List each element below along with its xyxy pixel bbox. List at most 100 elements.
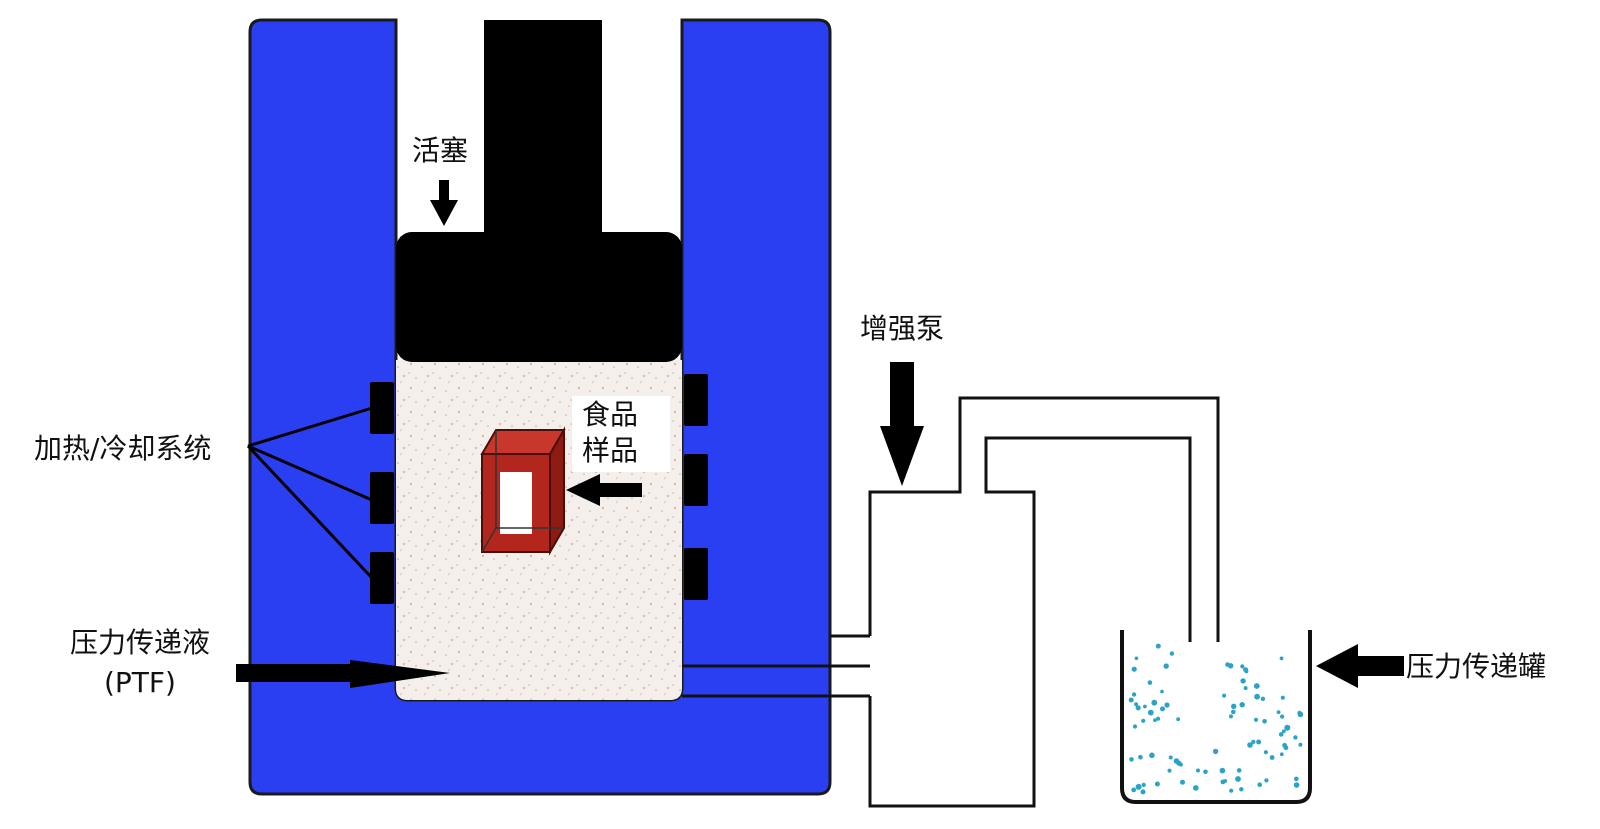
fluid-dot <box>1239 787 1244 792</box>
fluid-dot <box>1151 699 1158 706</box>
food-sample-arrow <box>566 474 642 506</box>
fluid-dot <box>1176 717 1180 722</box>
fluid-dot <box>1140 789 1146 795</box>
fluid-dot <box>1229 788 1234 793</box>
fluid-dot <box>1167 768 1172 773</box>
fluid-dot <box>1264 778 1269 783</box>
fluid-dot <box>1193 785 1199 791</box>
fluid-dot <box>1153 718 1157 722</box>
ptf-label-line1: 压力传递液 <box>70 626 210 659</box>
fluid-dot <box>1160 706 1165 712</box>
fluid-dot <box>1156 716 1161 721</box>
ptf-arrow <box>236 660 450 688</box>
fluid-dot <box>1178 762 1183 767</box>
fluid-dot <box>1276 710 1281 715</box>
heating-cooling-block <box>684 548 708 600</box>
fluid-dot <box>1135 783 1142 790</box>
fluid-dot <box>1129 757 1134 762</box>
piston-label: 活塞 <box>412 134 468 167</box>
fluid-dot <box>1294 776 1299 782</box>
fluid-dot <box>1164 702 1170 708</box>
fluid-dot <box>1239 702 1245 708</box>
fluid-dot <box>1281 729 1286 734</box>
fluid-dot <box>1223 779 1228 783</box>
heating-cooling-block <box>684 454 708 506</box>
ptf-tank-label: 压力传递罐 <box>1406 650 1546 683</box>
fluid-dot <box>1260 696 1266 701</box>
fluid-dot <box>1154 781 1160 787</box>
fluid-dot <box>1169 651 1175 656</box>
fluid-dot <box>1173 758 1180 764</box>
fluid-dot <box>1134 656 1139 661</box>
fluid-dot <box>1257 782 1262 787</box>
heating-cooling-block <box>370 472 394 524</box>
piston-arrow <box>430 180 458 226</box>
fluid-dot <box>1149 752 1155 759</box>
fluid-dot <box>1263 750 1268 755</box>
fluid-dot <box>1132 724 1138 729</box>
fluid-dot <box>1284 724 1291 731</box>
fluid-dot <box>1280 714 1285 719</box>
fluid-dot <box>1269 755 1275 760</box>
heating-cooling-block <box>370 552 394 604</box>
fluid-dot <box>1293 782 1300 788</box>
food-sample-label-line1: 食品 <box>582 398 638 431</box>
fluid-dot <box>1160 689 1164 694</box>
fluid-dot <box>1235 776 1241 782</box>
fluid-dot <box>1141 782 1146 788</box>
fluid-dot <box>1128 697 1134 703</box>
ptf-tank-arrow <box>1316 644 1404 688</box>
fluid-dot <box>1244 669 1249 674</box>
fluid-dot <box>1222 693 1227 698</box>
fluid-dot <box>1251 739 1256 745</box>
food-sample-label-bg <box>572 396 670 472</box>
heating-cooling-label: 加热/冷却系统 <box>34 432 211 465</box>
fluid-dot <box>1168 755 1173 760</box>
connecting-pipes <box>682 396 1220 808</box>
ptf-label-line2: (PTF) <box>104 666 176 699</box>
fluid-dot <box>1253 717 1259 722</box>
fluid-dot <box>1229 714 1233 719</box>
fluid-dot <box>1231 709 1236 715</box>
fluid-dot <box>1256 739 1262 745</box>
fluid-dot <box>1138 754 1143 760</box>
fluid-dot <box>1180 779 1185 785</box>
fluid-dot <box>1143 704 1147 709</box>
fluid-dot <box>1219 767 1226 774</box>
piston-head <box>396 232 682 362</box>
fluid-dot <box>1297 711 1304 718</box>
intensifier-pump-label: 增强泵 <box>860 312 944 345</box>
fluid-dot <box>1240 664 1245 669</box>
fluid-dot <box>1134 702 1139 707</box>
fluid-dot <box>1283 745 1289 751</box>
fluid-dot <box>1212 748 1219 755</box>
fluid-dot <box>1203 769 1208 775</box>
piston-rod <box>484 20 602 242</box>
fluid-dot <box>1293 735 1298 740</box>
fluid-dot <box>1243 686 1248 691</box>
pressure-vessel <box>248 18 832 796</box>
fluid-dot <box>1278 732 1284 737</box>
fluid-dot <box>1131 787 1137 793</box>
fluid-dot <box>1240 678 1246 684</box>
intensifier-pump-arrow <box>880 362 924 486</box>
fluid-dot <box>1163 663 1169 669</box>
fluid-dot <box>1147 709 1154 716</box>
fluid-dot <box>1147 680 1153 685</box>
fluid-dot <box>1236 768 1242 773</box>
fluid-dot <box>1254 693 1260 700</box>
heating-cooling-block <box>370 382 394 434</box>
heating-cooling-pointer-lines <box>246 406 374 580</box>
fluid-dot <box>1135 705 1141 711</box>
food-sample-cube <box>480 426 566 556</box>
fluid-dot <box>1279 656 1284 661</box>
food-sample-label-line2: 样品 <box>582 434 638 467</box>
fluid-dot <box>1262 719 1267 724</box>
fluid-dot <box>1131 666 1137 672</box>
fluid-dot <box>1231 703 1237 709</box>
fluid-dot <box>1280 695 1285 700</box>
fluid-dot <box>1196 768 1200 773</box>
fluid-dot <box>1141 718 1146 723</box>
tank-fluid-dots <box>1128 643 1304 795</box>
